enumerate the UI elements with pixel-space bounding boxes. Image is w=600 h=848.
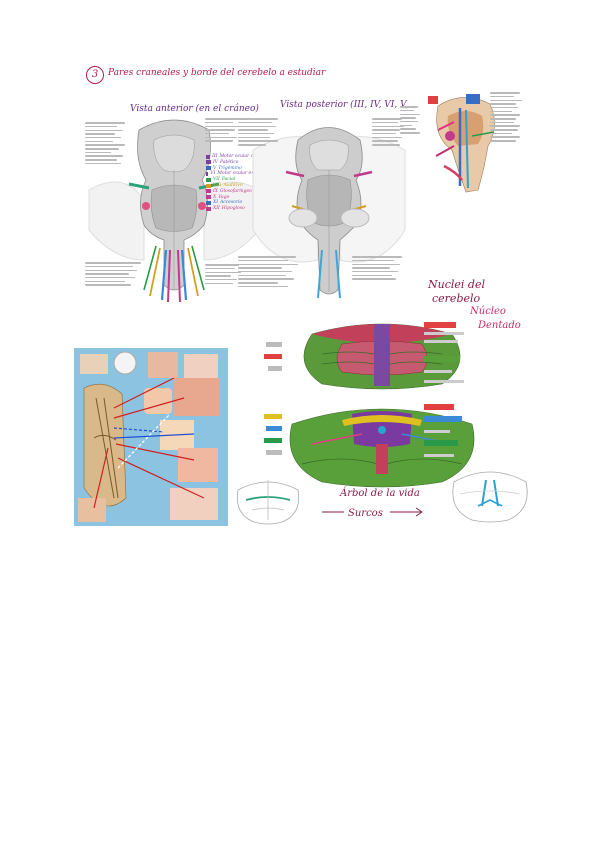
note-sulci: Surcos <box>348 508 383 519</box>
legend-swatch <box>206 189 211 194</box>
legend-numeral: IX <box>213 188 218 194</box>
legend-label: Patético <box>220 159 239 165</box>
cranial-nerves-atlas-plate <box>74 348 228 526</box>
note-arbor-vitae: Árbol de la vida <box>340 488 420 499</box>
legend-swatch <box>206 171 209 176</box>
legend-numeral: VII <box>213 177 220 183</box>
legend-numeral: XII <box>213 206 220 212</box>
legend-label: Auditivo <box>223 183 243 188</box>
cerebellum-sketch-right <box>452 471 528 523</box>
legend-swatch <box>206 183 211 188</box>
legend-numeral: V <box>213 165 217 171</box>
note-nuclei-line2: cerebelo <box>432 292 481 305</box>
legend-numeral: VI <box>210 171 216 177</box>
legend-numeral: IV <box>213 159 219 165</box>
legend-label: Vago <box>218 194 230 200</box>
legend-swatch <box>206 160 211 165</box>
legend-swatch <box>206 195 211 200</box>
legend-swatch <box>206 166 211 171</box>
brainstem-anterior-figure <box>88 119 260 303</box>
posterior-view-label: Vista posterior (III, IV, VI, V) <box>280 100 411 110</box>
cerebellum-right-label-tags <box>424 322 464 457</box>
note-nuclei-line1: Nuclei del <box>428 278 485 291</box>
sulci-arrow <box>322 507 423 517</box>
legend-numeral: VIII <box>213 183 222 188</box>
anterior-view-label: Vista anterior (en el cráneo) <box>130 104 259 114</box>
section-number: 3 <box>86 66 104 84</box>
legend-label: Glosofaríngeo <box>219 188 252 194</box>
posterior-left-labels <box>238 116 282 148</box>
section-title: Pares craneales y borde del cerebelo a e… <box>108 68 326 78</box>
legend-label: Facial <box>221 177 236 183</box>
legend-swatch <box>206 200 211 205</box>
anterior-right-labels <box>205 116 245 144</box>
legend-label: Hipogloso <box>221 206 245 212</box>
legend-numeral: XI <box>213 200 218 206</box>
legend-swatch <box>206 206 211 211</box>
anterior-bottom-right-labels <box>205 262 245 286</box>
posterior-bottom-left-labels <box>238 254 302 289</box>
sagittal-left-labels <box>400 104 422 136</box>
legend-label: Accesorio <box>219 200 243 206</box>
anterior-left-labels <box>85 120 129 166</box>
legend-swatch <box>206 154 211 159</box>
legend-swatch <box>206 177 211 182</box>
posterior-right-labels <box>372 116 406 148</box>
legend-numeral: X <box>213 194 217 200</box>
note-nucleus-name-1: Núcleo <box>470 306 506 317</box>
posterior-bottom-right-labels <box>352 254 406 282</box>
cerebellum-figure <box>289 323 475 488</box>
note-nucleus-name-2: Dentado <box>478 320 521 331</box>
legend-label: Trigémino <box>218 165 242 171</box>
brainstem-posterior-figure <box>252 127 406 299</box>
cerebellum-sketch-left <box>236 480 300 525</box>
legend-label: Motor ocular común <box>219 154 266 160</box>
anterior-bottom-left-labels <box>85 260 145 288</box>
sagittal-right-labels <box>490 90 526 144</box>
legend-label: Motor ocular externo <box>217 171 266 177</box>
legend-numeral: III <box>212 154 218 160</box>
cerebellum-left-label-tags <box>264 342 282 455</box>
